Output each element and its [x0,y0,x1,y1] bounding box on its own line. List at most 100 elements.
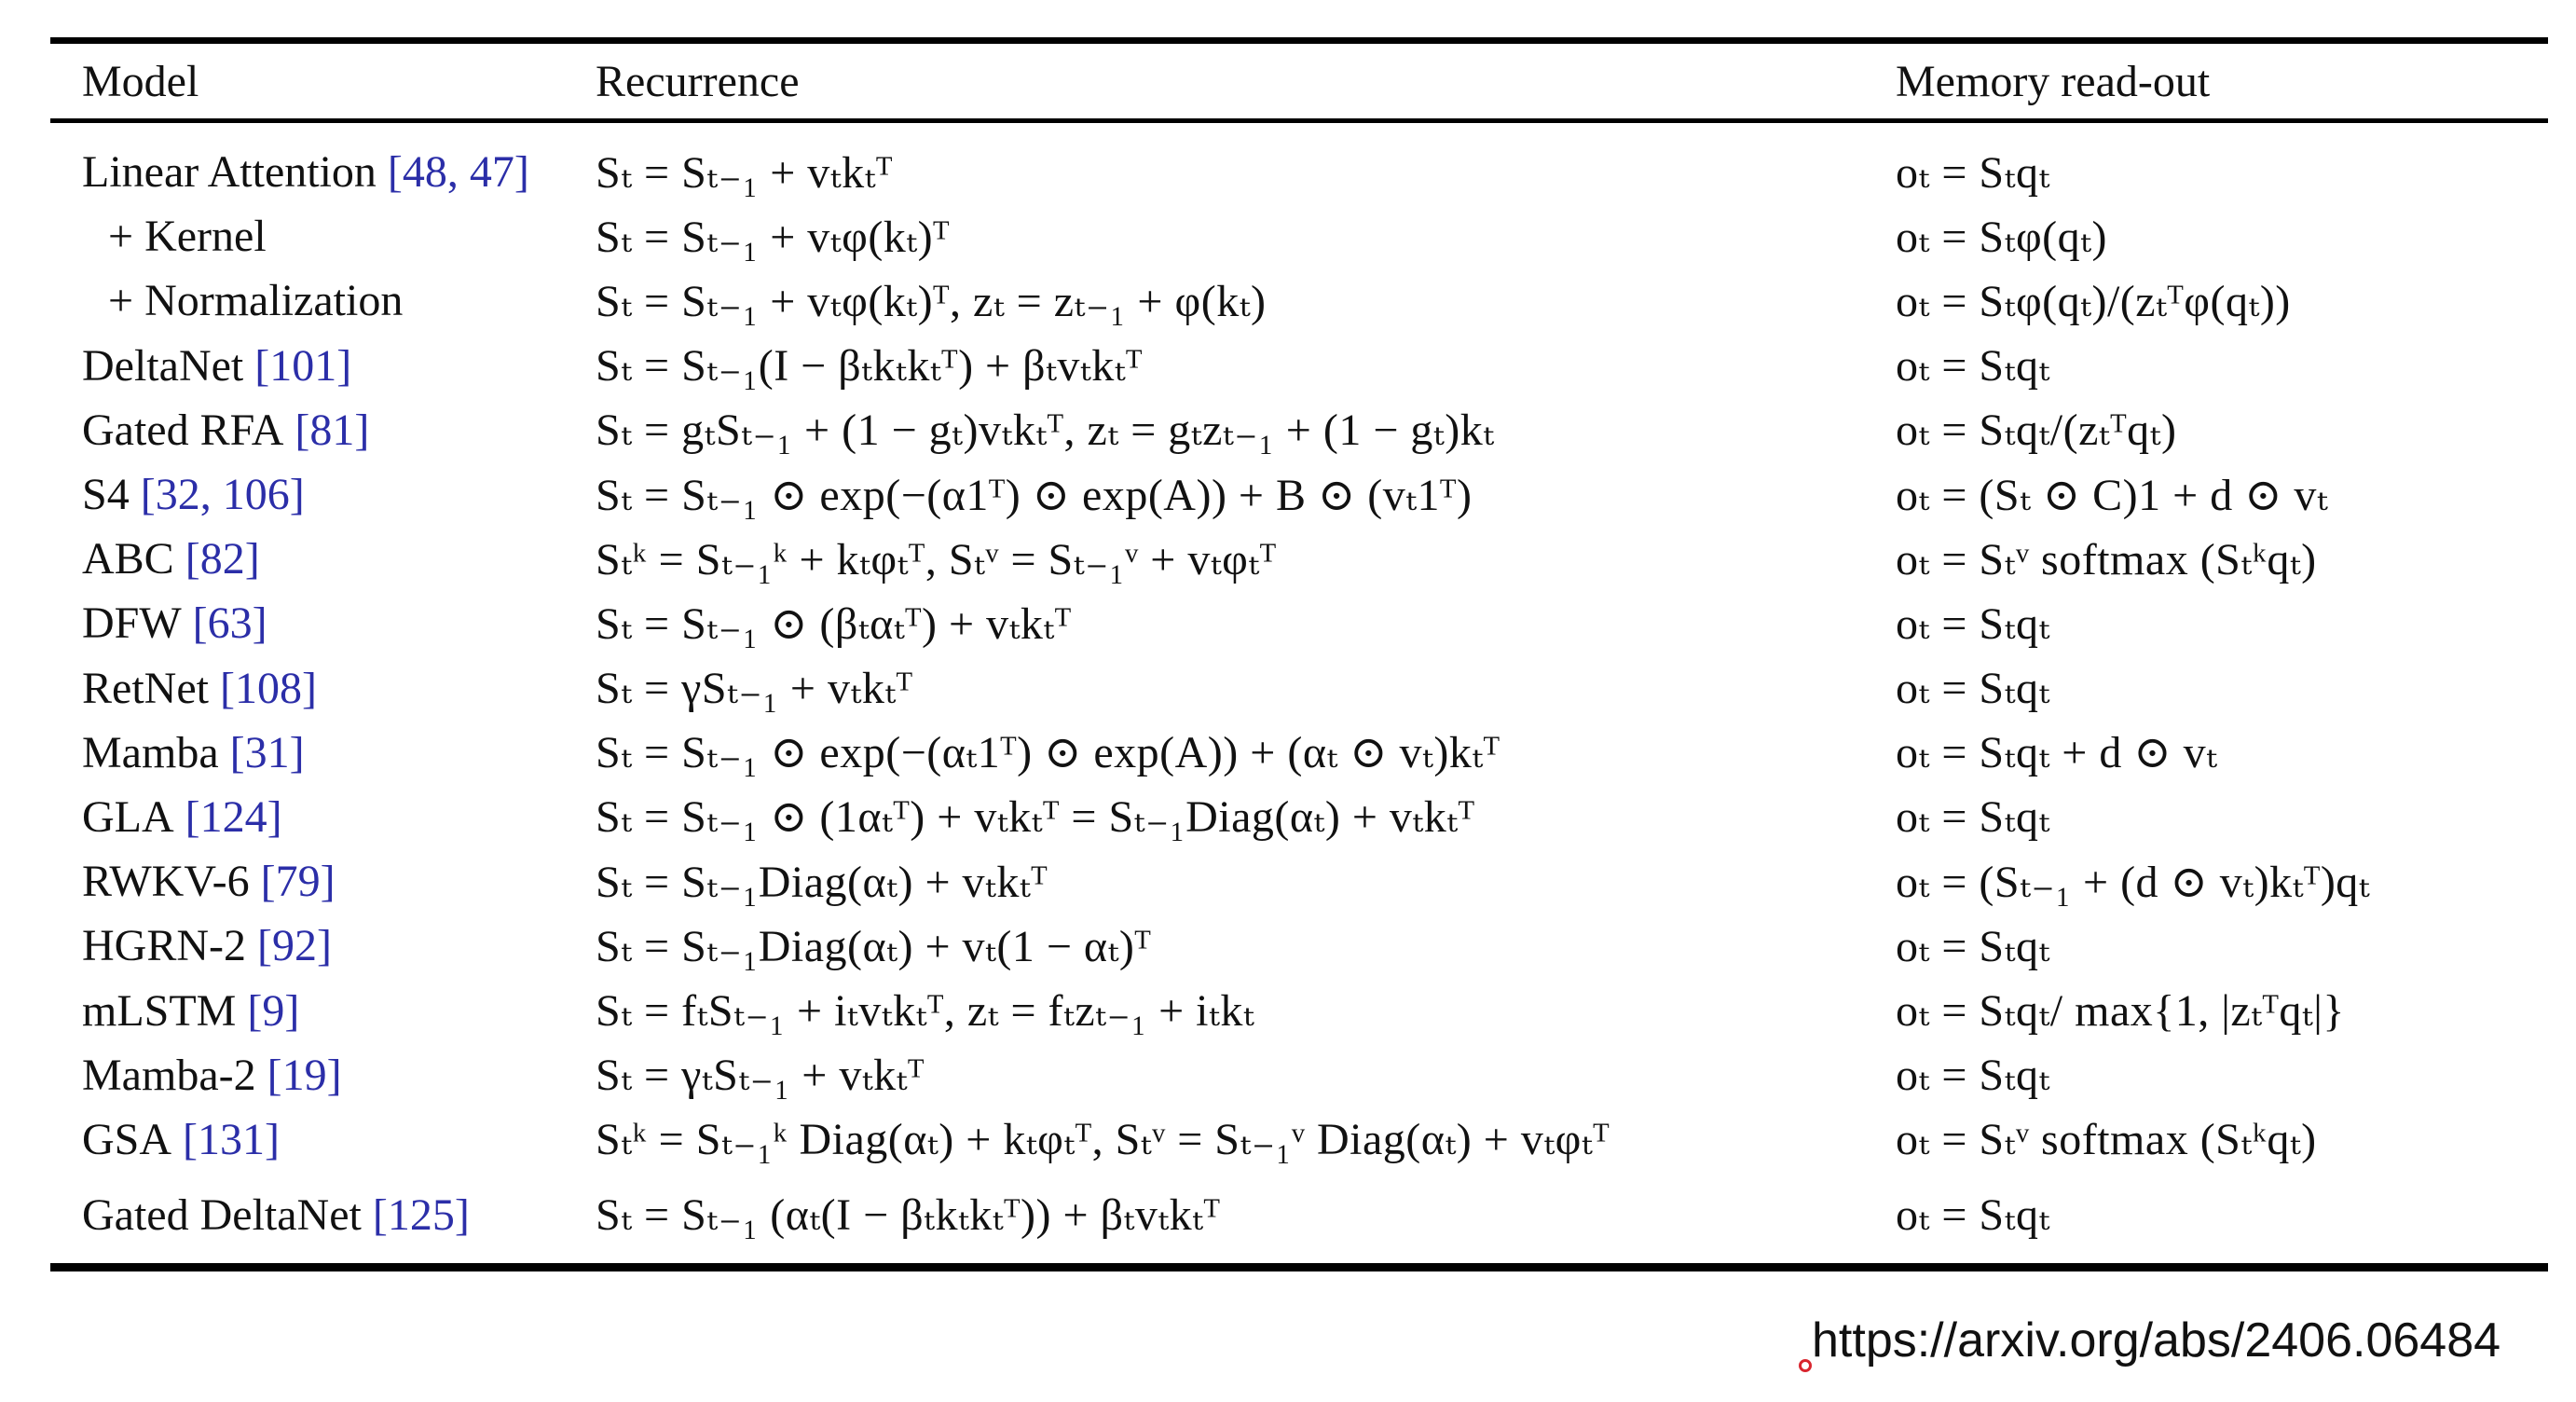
header-model: Model [82,56,199,106]
model-name: Mamba [82,727,219,777]
readout-cell: oₜ = Sₜφ(qₜ)/(zₜᵀφ(qₜ)) [1896,276,2291,326]
recurrence-cell: Sₜ = fₜSₜ₋₁ + iₜvₜkₜᵀ, zₜ = fₜzₜ₋₁ + iₜk… [596,986,1255,1037]
readout-cell: oₜ = Sₜqₜ [1896,1190,2050,1240]
citation-link[interactable]: [131] [183,1114,280,1164]
citation-link[interactable]: [63] [192,598,267,649]
model-name: GSA [82,1114,172,1164]
model-cell: RetNet [108] [50,663,596,714]
model-name: S4 [82,470,130,520]
table-row: Gated DeltaNet [125] Sₜ = Sₜ₋₁ (αₜ(I − βₜ… [50,1172,2548,1258]
source-url[interactable]: https://arxiv.org/abs/2406.06484 [1812,1313,2501,1368]
model-name: Gated DeltaNet [82,1189,362,1240]
model-cell: HGRN-2 [92] [50,920,596,971]
readout-cell: oₜ = Sₜqₜ [1896,147,2050,198]
model-name: HGRN-2 [82,921,246,971]
citation-link[interactable]: [124] [185,791,282,842]
readout-cell: oₜ = Sₜqₜ [1896,598,2050,649]
header-rule [50,118,2548,123]
table-row: + Kernel Sₜ = Sₜ₋₁ + vₜφ(kₜ)ᵀ oₜ = Sₜφ(qₜ) [50,204,2548,268]
readout-cell: oₜ = Sₜᵛ softmax (Sₜᵏqₜ) [1896,1115,2317,1165]
citation-link[interactable]: [79] [260,857,336,907]
model-name: + Kernel [108,212,267,262]
recurrence-cell: Sₜ = Sₜ₋₁ (αₜ(I − βₜkₜkₜᵀ)) + βₜvₜkₜᵀ [596,1190,1221,1240]
citation-link[interactable]: [81] [295,405,370,455]
recurrence-cell: Sₜ = Sₜ₋₁(I − βₜkₜkₜᵀ) + βₜvₜkₜᵀ [596,341,1143,392]
recurrence-cell: Sₜ = γSₜ₋₁ + vₜkₜᵀ [596,664,913,714]
table-row: HGRN-2 [92]Sₜ = Sₜ₋₁Diag(αₜ) + vₜ(1 − αₜ… [50,914,2548,978]
table-row: Linear Attention [48, 47]Sₜ = Sₜ₋₁ + vₜk… [50,140,2548,204]
model-name: DeltaNet [82,340,244,391]
readout-cell: oₜ = Sₜqₜ [1896,1051,2050,1101]
model-cell: GSA [131] [50,1114,596,1165]
model-cell: Linear Attention [48, 47] [50,146,596,198]
model-cell: Gated RFA [81] [50,405,596,456]
recurrence-cell: Sₜ = Sₜ₋₁ ⊙ (1αₜᵀ) + vₜkₜᵀ = Sₜ₋₁Diag(αₜ… [596,792,1475,843]
table-row: DeltaNet [101]Sₜ = Sₜ₋₁(I − βₜkₜkₜᵀ) + β… [50,334,2548,398]
readout-cell: oₜ = Sₜqₜ/ max{1, |zₜᵀqₜ|} [1896,986,2345,1037]
model-cell: + Kernel [50,211,596,262]
table-header: Model Recurrence Memory read-out [50,44,2548,118]
recurrence-cell: Sₜ = Sₜ₋₁ ⊙ exp(−(αₜ1ᵀ) ⊙ exp(A)) + (αₜ … [596,728,1500,778]
table-row: GLA [124]Sₜ = Sₜ₋₁ ⊙ (1αₜᵀ) + vₜkₜᵀ = Sₜ… [50,785,2548,849]
model-cell: + Normalization [50,275,596,326]
table-row: Gated RFA [81]Sₜ = gₜSₜ₋₁ + (1 − gₜ)vₜkₜ… [50,398,2548,462]
model-name: + Normalization [108,276,404,326]
recurrence-cell: Sₜ = Sₜ₋₁ ⊙ exp(−(α1ᵀ) ⊙ exp(A)) + B ⊙ (… [596,470,1473,520]
readout-cell: oₜ = Sₜqₜ [1896,921,2050,971]
model-cell: mLSTM [9] [50,985,596,1037]
header-recurrence: Recurrence [596,56,800,106]
model-name: Mamba-2 [82,1050,256,1100]
table-row: GSA [131]Sₜᵏ = Sₜ₋₁ᵏ Diag(αₜ) + kₜφₜᵀ, S… [50,1107,2548,1172]
table-row: Mamba-2 [19] Sₜ = γₜSₜ₋₁ + vₜkₜᵀ oₜ = Sₜqₜ [50,1043,2548,1107]
readout-cell: oₜ = Sₜqₜ [1896,341,2050,392]
model-cell: GLA [124] [50,791,596,843]
readout-cell: oₜ = (Sₜ₋₁ + (d ⊙ vₜ)kₜᵀ)qₜ [1896,857,2371,907]
recurrence-cell: Sₜ = Sₜ₋₁Diag(αₜ) + vₜ(1 − αₜ)ᵀ [596,921,1152,971]
recurrence-table: Model Recurrence Memory read-out Linear … [50,37,2548,1271]
model-name: DFW [82,598,182,649]
model-cell: DFW [63] [50,598,596,649]
readout-cell: oₜ = Sₜqₜ [1896,664,2050,714]
readout-cell: oₜ = Sₜᵛ softmax (Sₜᵏqₜ) [1896,534,2317,584]
citation-link[interactable]: [32, 106] [140,470,305,520]
model-cell: ABC [82] [50,533,596,584]
citation-link[interactable]: [82] [185,534,260,584]
readout-cell: oₜ = Sₜφ(qₜ) [1896,212,2107,262]
model-name: GLA [82,791,174,842]
citation-link[interactable]: [19] [267,1050,342,1100]
table-row: mLSTM [9]Sₜ = fₜSₜ₋₁ + iₜvₜkₜᵀ, zₜ = fₜz… [50,978,2548,1042]
model-cell: S4 [32, 106] [50,469,596,520]
recurrence-cell: Sₜ = Sₜ₋₁Diag(αₜ) + vₜkₜᵀ [596,857,1048,907]
citation-link[interactable]: [31] [229,727,305,777]
table-body: Linear Attention [48, 47]Sₜ = Sₜ₋₁ + vₜk… [50,123,2548,1258]
citation-link[interactable]: [101] [254,340,352,391]
recurrence-cell: Sₜ = Sₜ₋₁ + vₜφ(kₜ)ᵀ, zₜ = zₜ₋₁ + φ(kₜ) [596,276,1267,326]
table-row: Mamba [31] Sₜ = Sₜ₋₁ ⊙ exp(−(αₜ1ᵀ) ⊙ exp(… [50,721,2548,785]
model-name: mLSTM [82,985,237,1036]
header-readout: Memory read-out [1896,56,2211,106]
top-rule [50,37,2548,44]
bottom-rule [50,1263,2548,1271]
recurrence-cell: Sₜ = gₜSₜ₋₁ + (1 − gₜ)vₜkₜᵀ, zₜ = gₜzₜ₋₁… [596,405,1495,456]
citation-link[interactable]: [92] [257,921,332,971]
model-name: Linear Attention [82,147,377,198]
citation-link[interactable]: [125] [372,1189,470,1240]
recurrence-cell: Sₜ = Sₜ₋₁ + vₜkₜᵀ [596,147,893,198]
citation-link[interactable]: [48, 47] [387,147,529,198]
table-row: S4 [32, 106]Sₜ = Sₜ₋₁ ⊙ exp(−(α1ᵀ) ⊙ exp… [50,462,2548,527]
readout-cell: oₜ = Sₜqₜ + d ⊙ vₜ [1896,728,2218,778]
recurrence-cell: Sₜ = Sₜ₋₁ ⊙ (βₜαₜᵀ) + vₜkₜᵀ [596,598,1072,649]
readout-cell: oₜ = Sₜqₜ/(zₜᵀqₜ) [1896,405,2177,456]
recurrence-cell: Sₜ = γₜSₜ₋₁ + vₜkₜᵀ [596,1051,925,1101]
model-name: ABC [82,534,174,584]
model-name: RetNet [82,663,209,713]
model-name: RWKV-6 [82,857,250,907]
citation-link[interactable]: [108] [219,663,317,713]
model-name: Gated RFA [82,405,284,455]
citation-link[interactable]: [9] [247,985,300,1036]
model-cell: DeltaNet [101] [50,340,596,392]
recurrence-cell: Sₜ = Sₜ₋₁ + vₜφ(kₜ)ᵀ [596,212,951,262]
table-row: + Normalization Sₜ = Sₜ₋₁ + vₜφ(kₜ)ᵀ, zₜ … [50,268,2548,333]
